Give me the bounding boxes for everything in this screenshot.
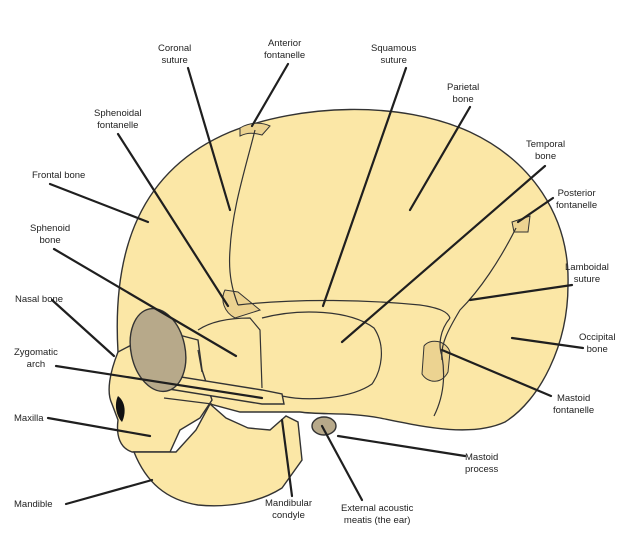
mastoid-fontanelle-shape	[422, 341, 450, 381]
leader-mandible	[66, 480, 152, 504]
ear-canal-shape	[312, 417, 336, 435]
label-maxilla: Maxilla	[14, 413, 44, 425]
label-mandible: Mandible	[14, 499, 53, 511]
leader-nasal-bone	[52, 300, 114, 356]
label-frontal-bone: Frontal bone	[32, 170, 85, 182]
label-nasal-bone: Nasal bone	[15, 294, 63, 306]
leader-mastoid-process	[338, 436, 465, 456]
leader-frontal-bone	[50, 184, 148, 222]
